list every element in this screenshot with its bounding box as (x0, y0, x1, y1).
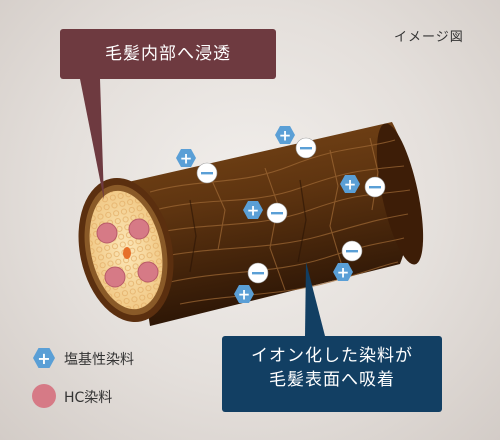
ion-pairs: + + + + + (176, 126, 386, 304)
ion-pair: + (243, 201, 288, 224)
bottom-callout-line2: 毛髪表面へ吸着 (269, 370, 395, 390)
ion-pair: + (340, 175, 386, 198)
svg-text:+: + (279, 127, 292, 145)
bottom-callout-line1: イオン化した染料が (251, 346, 413, 366)
top-callout-pointer (80, 79, 104, 200)
top-callout: 毛髪内部へ浸透 (60, 29, 276, 79)
svg-text:+: + (344, 176, 357, 194)
ion-pair: + (275, 126, 317, 159)
svg-text:+: + (180, 150, 193, 168)
bottom-callout: イオン化した染料が 毛髪表面へ吸着 (222, 336, 442, 412)
legend-basic-dye: 塩基性染料 (30, 349, 134, 369)
svg-text:+: + (37, 349, 50, 368)
ion-pair: + (176, 149, 218, 184)
bottom-callout-pointer (305, 262, 325, 336)
ion-pair: + (333, 240, 363, 282)
pink-circle-icon (32, 384, 56, 408)
svg-text:+: + (337, 264, 350, 282)
svg-text:+: + (238, 286, 251, 304)
image-label: イメージ図 (394, 30, 464, 45)
legend-hc-dye: HC染料 (30, 387, 112, 407)
plus-hexagon-icon: + (33, 348, 55, 368)
legend-label: HC染料 (64, 390, 113, 406)
legend-label: 塩基性染料 (64, 352, 134, 368)
legend-icons: + (32, 348, 56, 408)
hc-dye-particles (96, 218, 159, 288)
svg-text:+: + (247, 202, 260, 220)
ion-pair: + (234, 262, 269, 304)
